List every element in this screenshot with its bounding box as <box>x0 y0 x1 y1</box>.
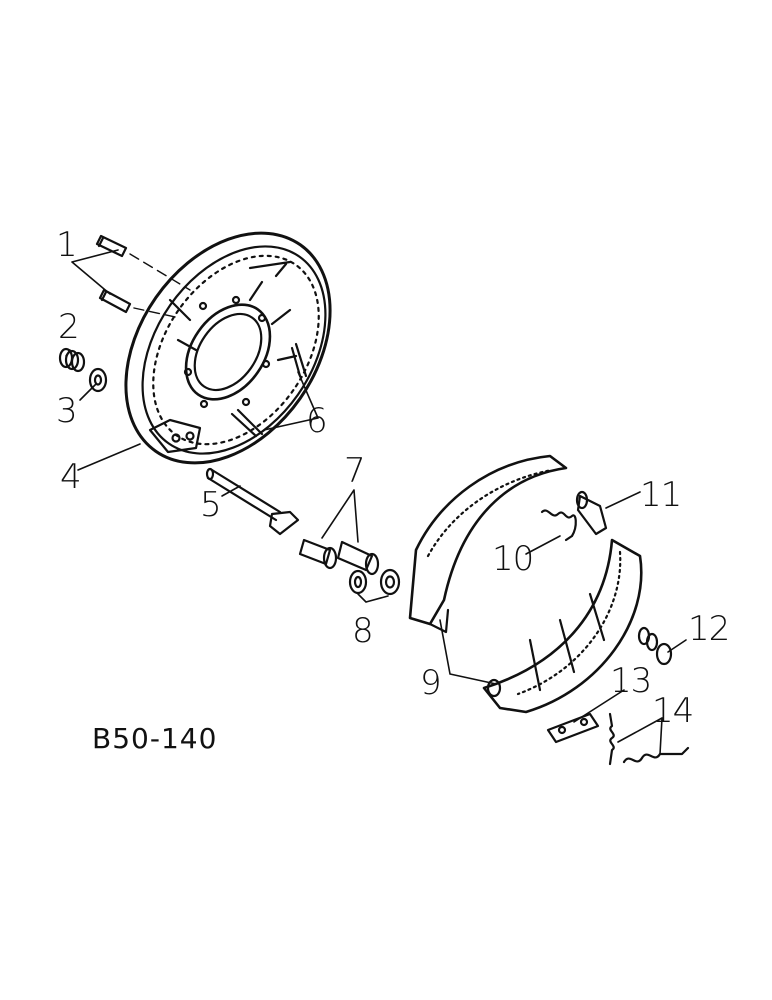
link-plate <box>546 712 600 744</box>
callout-8: 8 <box>352 611 374 651</box>
brake-shoe-upper <box>408 454 568 634</box>
screw-1 <box>95 234 128 258</box>
callout-10: 10 <box>492 539 534 579</box>
callout-5: 5 <box>200 485 222 525</box>
anchor-pin <box>205 467 300 536</box>
brake-shoe-lower <box>482 538 643 714</box>
wheel-cylinder-fitting <box>575 490 608 536</box>
adjuster-2 <box>336 540 380 576</box>
callout-14: 14 <box>652 691 694 731</box>
washer <box>88 367 108 393</box>
spring-14b <box>622 746 690 764</box>
callout-7: 7 <box>344 451 366 491</box>
stud-1 <box>290 342 308 378</box>
callout-13: 13 <box>610 661 652 701</box>
figure-id: B50-140 <box>92 722 218 755</box>
backing-plate <box>124 231 332 465</box>
small-spring <box>58 347 86 373</box>
adjuster-1 <box>298 538 338 570</box>
callout-2: 2 <box>58 307 80 347</box>
screw-2 <box>98 288 132 314</box>
nut-1 <box>348 569 368 595</box>
spring-14a <box>608 712 615 766</box>
callout-3: 3 <box>56 391 78 431</box>
leader-lines <box>65 249 687 755</box>
callout-12: 12 <box>688 609 730 649</box>
spring-12 <box>637 626 673 666</box>
nut-2 <box>379 568 401 596</box>
callout-11: 11 <box>640 475 682 515</box>
return-spring <box>540 509 577 542</box>
callout-6: 6 <box>306 401 328 441</box>
callout-1: 1 <box>56 225 78 265</box>
callout-4: 4 <box>60 457 82 497</box>
callout-9: 9 <box>420 663 442 703</box>
stud-2 <box>230 408 264 438</box>
